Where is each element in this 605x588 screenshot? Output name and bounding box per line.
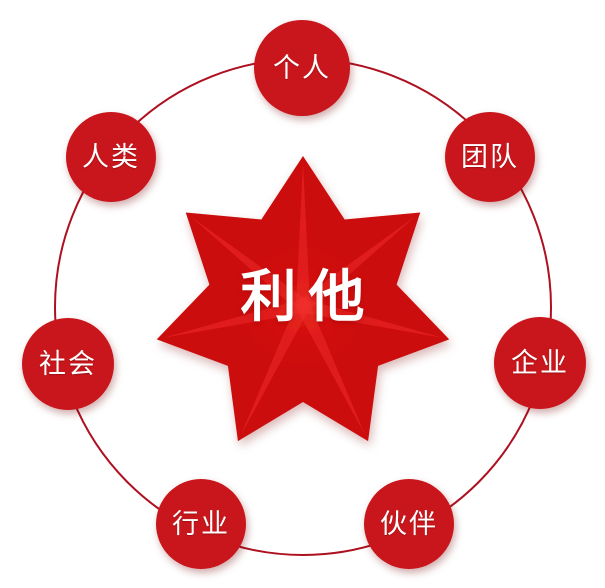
node-shehui-hit[interactable]: 社会: [22, 318, 114, 410]
node-tuandui[interactable]: [445, 112, 535, 202]
node-geren[interactable]: [254, 20, 350, 116]
node-tuandui-hit[interactable]: 团队: [445, 112, 535, 202]
node-huoban[interactable]: [364, 479, 454, 569]
node-renlei[interactable]: [66, 112, 156, 202]
node-renlei-label: 人类: [82, 141, 140, 172]
star-center-glow: [220, 223, 386, 389]
node-hangye-hit[interactable]: 行业: [156, 479, 246, 569]
node-renlei-hit[interactable]: 人类: [66, 112, 156, 202]
star-rays: [162, 162, 444, 436]
node-shehui-label: 社会: [39, 348, 97, 379]
node-qiye-hit[interactable]: 企业: [494, 317, 586, 409]
node-geren-label: 个人: [273, 52, 331, 83]
node-huoban-hit[interactable]: 伙伴: [364, 479, 454, 569]
node-qiye[interactable]: [494, 317, 586, 409]
center-star: [156, 156, 450, 442]
node-hangye[interactable]: [156, 479, 246, 569]
node-tuandui-label: 团队: [461, 141, 519, 172]
node-circles: [22, 20, 586, 569]
node-hangye-label: 行业: [172, 508, 230, 539]
node-qiye-label: 企业: [511, 347, 569, 378]
node-huoban-label: 伙伴: [380, 508, 438, 539]
node-geren-hit[interactable]: 个人: [254, 20, 350, 116]
node-shehui[interactable]: [22, 318, 114, 410]
